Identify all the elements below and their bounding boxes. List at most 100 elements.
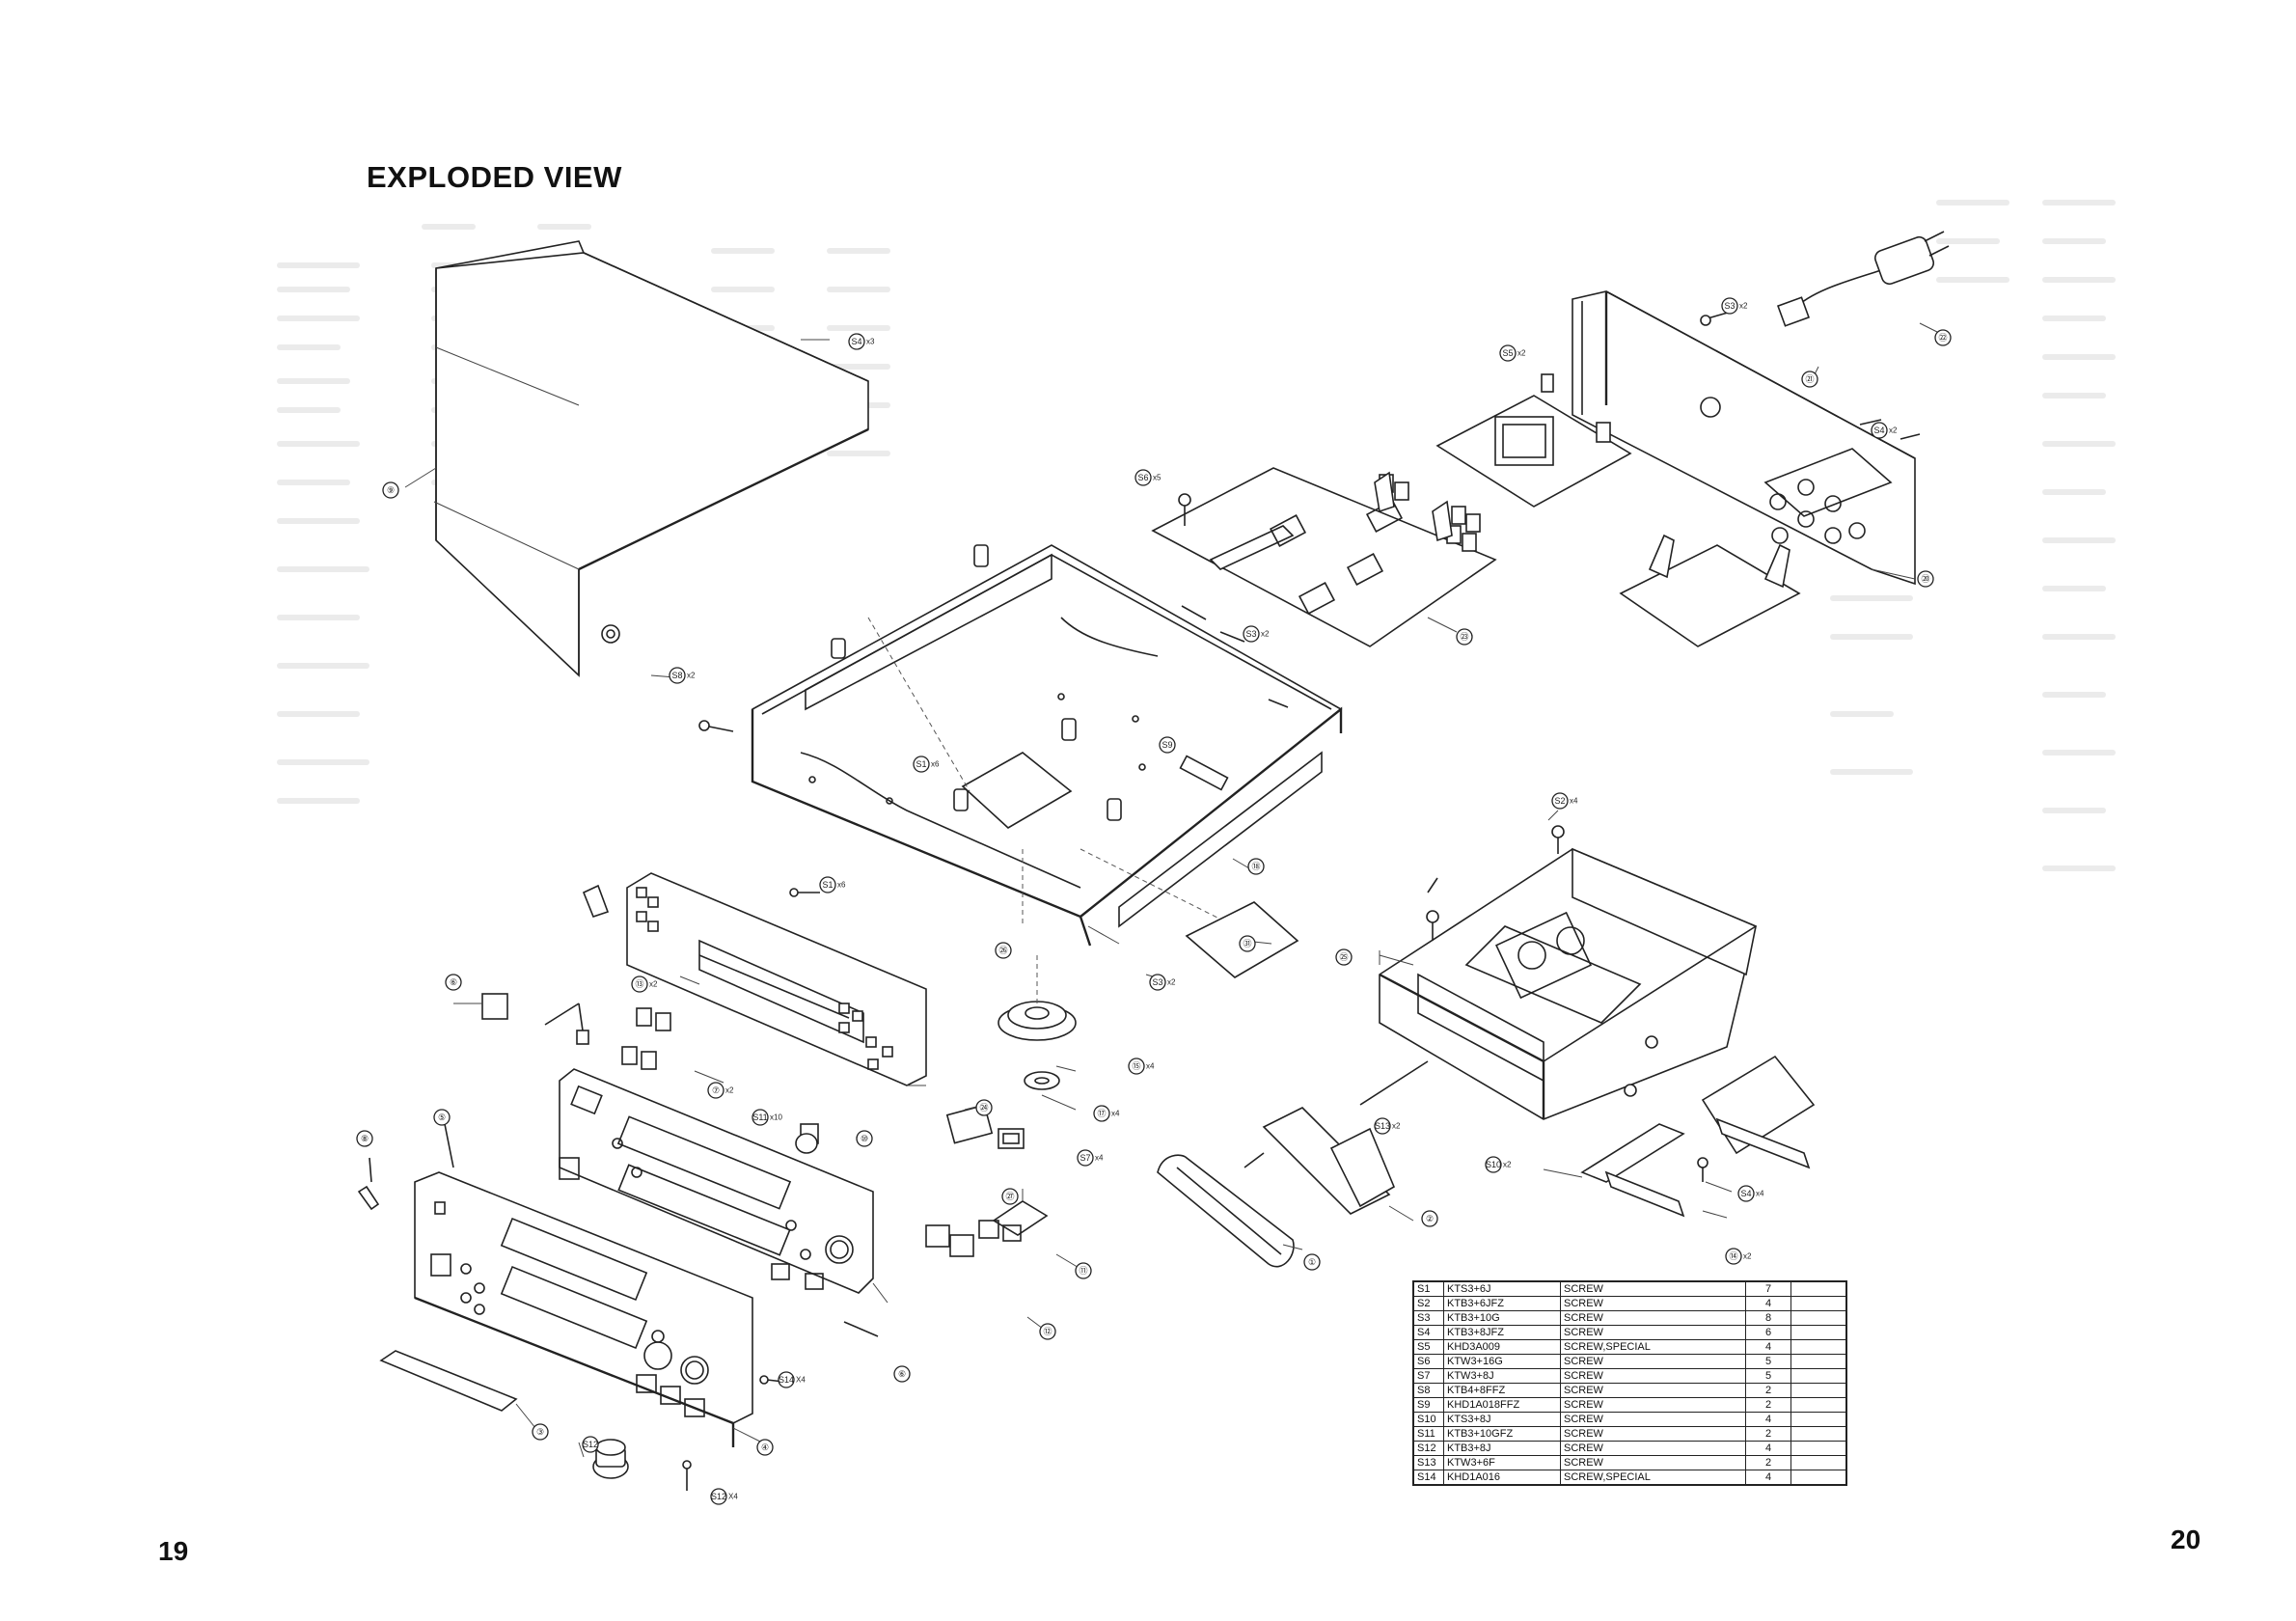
callout-label: S2	[1554, 796, 1565, 806]
callout-label: ⑥	[450, 977, 457, 987]
sub-front-panel	[481, 993, 1049, 1294]
callout: ㉛	[1239, 935, 1256, 952]
callout-quantity: x6	[837, 881, 846, 890]
callout-label: S3	[1724, 301, 1735, 311]
quantity: 4	[1745, 1441, 1791, 1456]
blank-cell	[1790, 1310, 1847, 1326]
description: SCREW,SPECIAL	[1560, 1470, 1746, 1486]
callout-label: S3	[1245, 629, 1256, 639]
part-number: KTW3+8J	[1443, 1368, 1561, 1384]
description: SCREW	[1560, 1397, 1746, 1413]
description: SCREW	[1560, 1280, 1746, 1297]
callout-label: S11	[752, 1113, 767, 1122]
callout-quantity: x2	[687, 672, 696, 680]
callout-label: ④	[761, 1442, 769, 1452]
quantity: 2	[1745, 1383, 1791, 1398]
description: SCREW	[1560, 1354, 1746, 1369]
callout: ⑱	[1247, 858, 1265, 875]
description: SCREW	[1560, 1412, 1746, 1427]
callout-quantity: x5	[1153, 474, 1162, 482]
callout-label: S12	[583, 1440, 598, 1449]
callout-label: S9	[1162, 740, 1172, 750]
callout-label: ⑮	[1132, 1061, 1140, 1071]
callout-label: S13	[1375, 1121, 1390, 1131]
screw-id: S3	[1412, 1310, 1444, 1326]
quantity: 4	[1745, 1296, 1791, 1311]
screw-id: S10	[1412, 1412, 1444, 1427]
part-number: KHD1A016	[1443, 1470, 1561, 1486]
callout-label: ②	[1426, 1214, 1434, 1223]
callout: ②	[1421, 1210, 1438, 1227]
blank-cell	[1790, 1368, 1847, 1384]
callout-label: S6	[1137, 473, 1148, 482]
callout: S8 x2	[669, 667, 696, 684]
callout-label: ①	[1308, 1257, 1316, 1267]
quantity: 8	[1745, 1310, 1791, 1326]
cd-mechanism	[1379, 825, 1816, 1218]
callout-quantity: x2	[1743, 1252, 1752, 1261]
callout-quantity: x2	[1392, 1122, 1401, 1131]
callout-quantity: x6	[931, 760, 940, 769]
callout-quantity: x2	[1167, 978, 1176, 987]
callout: S1 x6	[819, 876, 846, 893]
callout: ㉕	[1335, 948, 1353, 966]
blank-cell	[1790, 1397, 1847, 1413]
part-number: KTB4+8FFZ	[1443, 1383, 1561, 1398]
screw-id: S11	[1412, 1426, 1444, 1442]
callout-label: ⑰	[1097, 1109, 1106, 1118]
rear-panel	[1435, 231, 1950, 647]
page-number-right: 20	[2171, 1525, 2201, 1554]
part-number: KTB3+6JFZ	[1443, 1296, 1561, 1311]
callout: ㉔	[975, 1099, 993, 1116]
callout: ㉓	[1456, 628, 1473, 646]
callout-quantity: x2	[1889, 426, 1898, 435]
callout-label: S10	[1486, 1160, 1501, 1169]
callout-quantity: x2	[1517, 349, 1526, 358]
blank-cell	[1790, 1325, 1847, 1340]
callout-label: S12	[711, 1492, 726, 1501]
description: SCREW	[1560, 1368, 1746, 1384]
callout-label: ⑨	[387, 485, 395, 495]
callout: ⑳	[1917, 570, 1934, 588]
blank-cell	[1790, 1354, 1847, 1369]
callout: ④	[756, 1439, 774, 1456]
callout: ㉑	[1801, 371, 1818, 388]
blank-cell	[1790, 1339, 1847, 1355]
callout-label: S5	[1502, 348, 1513, 358]
callout-label: ⑧	[361, 1134, 369, 1143]
quantity: 5	[1745, 1354, 1791, 1369]
description: SCREW	[1560, 1325, 1746, 1340]
callout-label: ⑬	[635, 979, 643, 989]
page-title: EXPLODED VIEW	[367, 160, 622, 194]
callout-quantity: X4	[796, 1376, 806, 1385]
page-number-left: 19	[158, 1536, 189, 1566]
callout-label: S8	[671, 671, 682, 680]
callout-label: ㉕	[1339, 952, 1348, 962]
callout: S5 x2	[1499, 344, 1526, 362]
quantity: 2	[1745, 1426, 1791, 1442]
callout: S6 x5	[1134, 469, 1162, 486]
part-number: KHD1A018FFZ	[1443, 1397, 1561, 1413]
callout: ㉗	[1001, 1188, 1019, 1205]
callout-label: ⑥	[898, 1369, 906, 1379]
callout-label: S1	[822, 880, 833, 890]
screw-id: S2	[1412, 1296, 1444, 1311]
callout-label: S4	[1740, 1189, 1751, 1198]
callout: ㉒	[1934, 329, 1952, 346]
callout-label: S3	[1152, 977, 1162, 987]
